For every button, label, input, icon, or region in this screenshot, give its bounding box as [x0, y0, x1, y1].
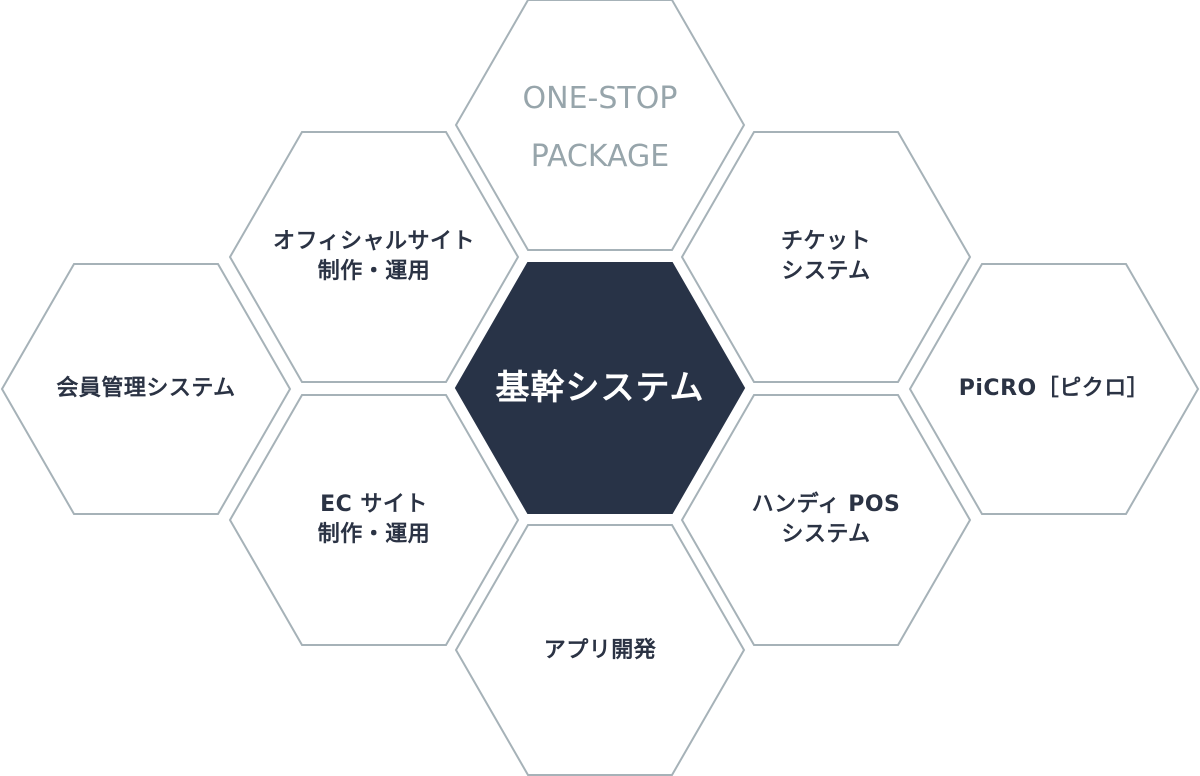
hex-upper-left-label: オフィシャルサイト 制作・運用 — [244, 227, 504, 287]
hex-upper-left — [228, 131, 520, 383]
hex-top — [454, 0, 746, 251]
hex-far-left-label-line-1: 会員管理システム — [56, 376, 236, 401]
hex-bottom-label: アプリ開発 — [470, 636, 730, 666]
hex-far-right-label: PiCRO［ピクロ］ — [924, 374, 1184, 404]
hex-lower-left-label: EC サイト 制作・運用 — [244, 490, 504, 550]
hex-upper-right — [680, 131, 972, 383]
hex-upper-left-label-line-2: 制作・運用 — [317, 259, 431, 284]
hex-lower-right-label: ハンディ POS システム — [696, 490, 956, 550]
hex-lower-right — [680, 394, 972, 646]
hex-far-right — [908, 263, 1200, 515]
hex-top-label-line-2: PACKAGE — [530, 139, 670, 174]
hex-lower-left — [228, 394, 520, 646]
hex-upper-right-label-line-2: システム — [781, 259, 871, 284]
hex-lower-right-label-line-1: ハンディ POS — [751, 492, 901, 517]
hex-bottom — [454, 524, 746, 776]
hex-center — [454, 262, 746, 514]
hex-center-label: 基幹システム — [470, 368, 730, 408]
hex-lower-left-label-line-1: EC サイト — [320, 492, 428, 517]
hex-upper-left-label-line-1: オフィシャルサイト — [272, 229, 476, 254]
hex-far-left — [0, 263, 292, 515]
hex-lower-right-label-line-2: システム — [781, 522, 871, 547]
hex-top-label-line-1: ONE-STOP — [522, 81, 678, 116]
hex-far-right-label-line-1: PiCRO［ピクロ］ — [958, 376, 1150, 401]
hex-upper-right-label-line-1: チケット — [780, 229, 871, 254]
hex-bottom-label-line-1: アプリ開発 — [543, 638, 657, 663]
hex-top-label: ONE-STOP PACKAGE — [470, 70, 730, 186]
hex-upper-right-label: チケット システム — [696, 227, 956, 287]
hex-lower-left-label-line-2: 制作・運用 — [317, 522, 431, 547]
hex-center-label-line-1: 基幹システム — [495, 368, 705, 408]
hex-far-left-label: 会員管理システム — [16, 374, 276, 404]
